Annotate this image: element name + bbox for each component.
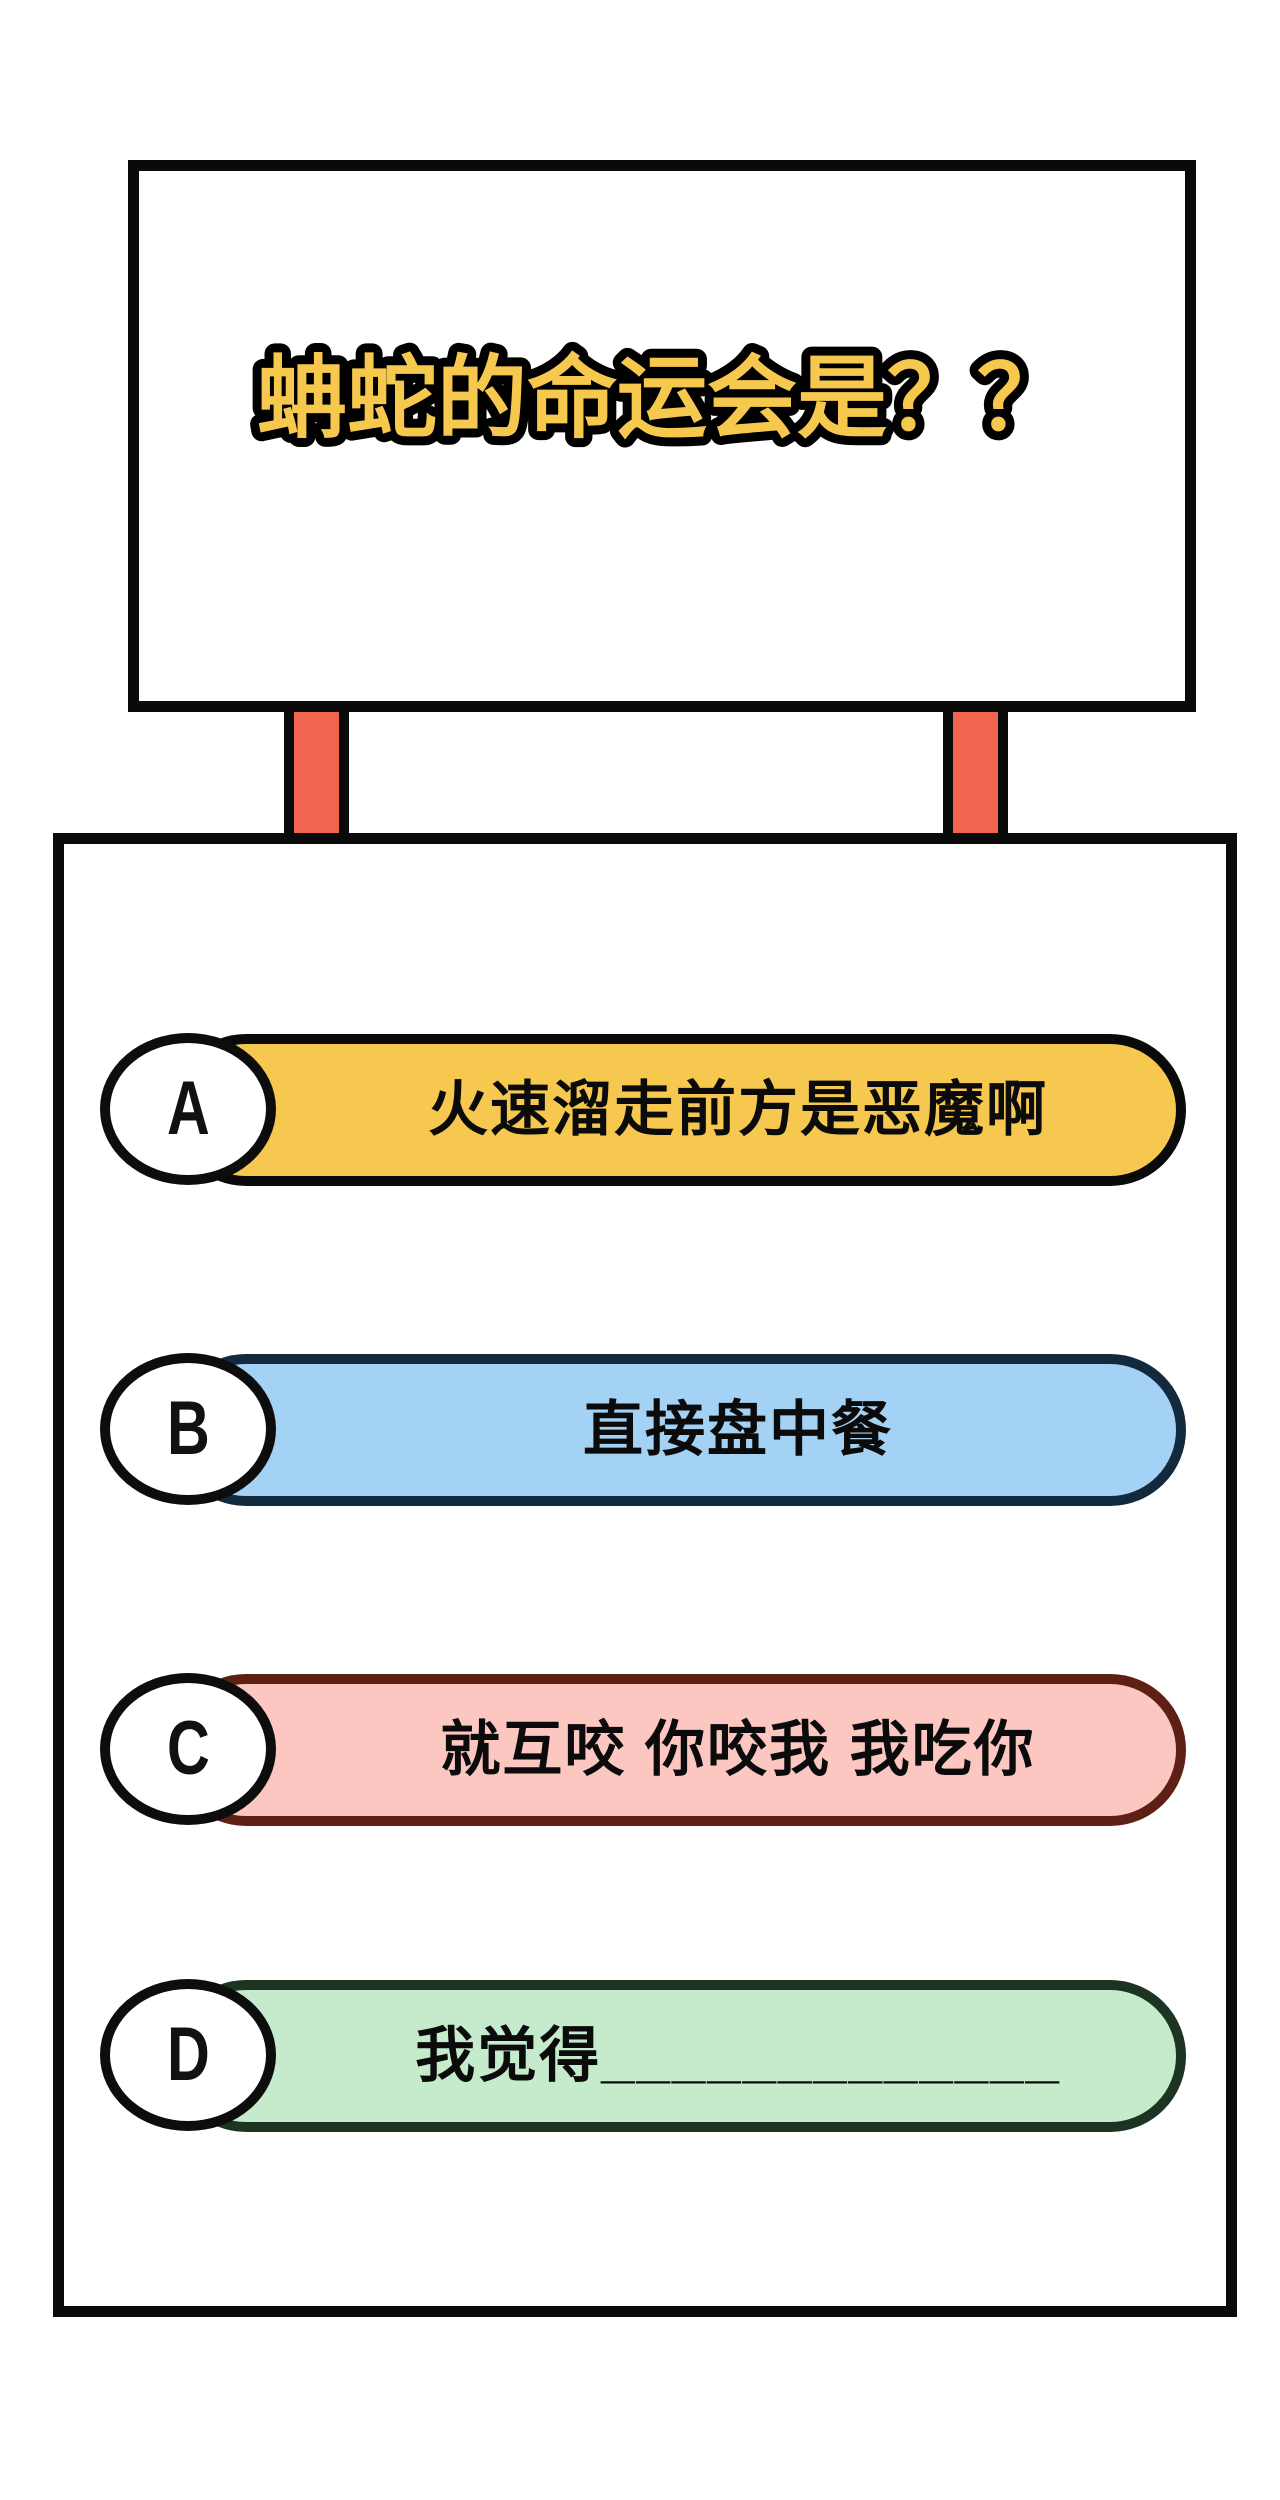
sign-post-left: [284, 700, 349, 845]
option-d-badge: D: [100, 1979, 276, 2131]
option-b-label: 直接盘中餐: [583, 1396, 893, 1463]
option-row-d[interactable]: 我觉得_____________ D: [100, 1979, 1186, 2132]
question-title: 蚺蛇的命运会是？？: [257, 349, 1067, 449]
option-c-label: 就互咬 你咬我 我吃你: [440, 1716, 1036, 1783]
option-row-b[interactable]: 直接盘中餐 B: [100, 1353, 1186, 1506]
sign-post-right: [943, 700, 1008, 845]
option-d-pill[interactable]: 我觉得_____________: [170, 1980, 1186, 2132]
option-c-pill[interactable]: 就互咬 你咬我 我吃你: [170, 1674, 1186, 1826]
option-c-badge: C: [100, 1673, 276, 1825]
option-a-letter: A: [166, 1066, 210, 1151]
options-panel: 火速溜走前方是恶魔啊 A 直接盘中餐 B 就互咬 你咬我 我吃你 C: [53, 833, 1237, 2317]
question-board: 蚺蛇的命运会是？？: [128, 160, 1196, 712]
option-b-pill[interactable]: 直接盘中餐: [170, 1354, 1186, 1506]
question-title-graphic: 蚺蛇的命运会是？？: [248, 340, 1076, 458]
option-a-label: 火速溜走前方是恶魔啊: [428, 1076, 1048, 1143]
option-row-a[interactable]: 火速溜走前方是恶魔啊 A: [100, 1033, 1186, 1186]
option-row-c[interactable]: 就互咬 你咬我 我吃你 C: [100, 1673, 1186, 1826]
option-d-label: 我觉得_____________: [415, 2022, 1061, 2089]
option-d-letter: D: [166, 2012, 210, 2097]
option-b-badge: B: [100, 1353, 276, 1505]
option-a-pill[interactable]: 火速溜走前方是恶魔啊: [170, 1034, 1186, 1186]
option-c-letter: C: [166, 1706, 210, 1791]
option-b-letter: B: [166, 1386, 210, 1471]
option-a-badge: A: [100, 1033, 276, 1185]
